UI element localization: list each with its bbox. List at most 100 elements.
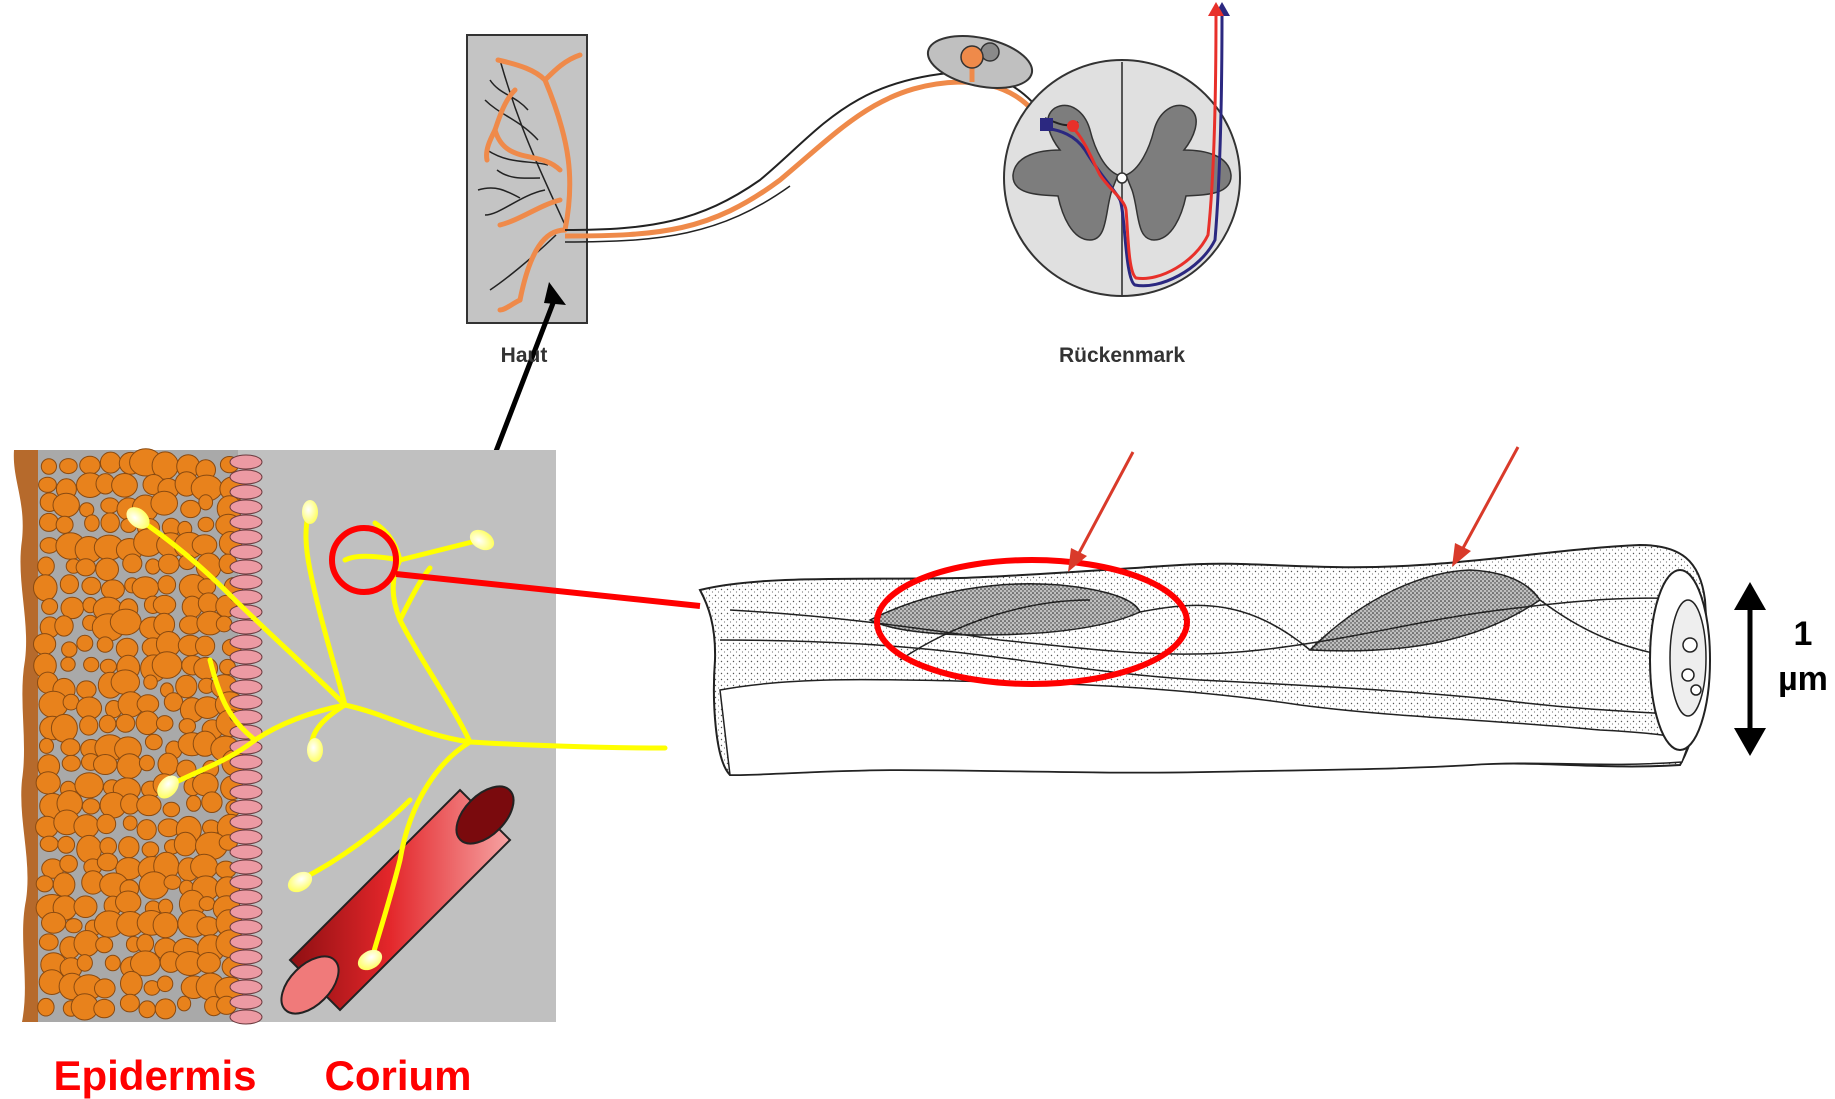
- basal-cell: [230, 890, 262, 904]
- basal-cell: [230, 800, 262, 814]
- basal-cell: [230, 470, 262, 484]
- epidermis-cell: [36, 772, 60, 794]
- skin-overview: Haut: [467, 35, 587, 472]
- epidermis-cell: [61, 739, 80, 756]
- epidermis-cell: [187, 796, 201, 812]
- epidermis-cell: [157, 976, 172, 992]
- epidermis-cell: [163, 802, 180, 816]
- epidermis-cell: [84, 657, 99, 671]
- epidermis-cell: [100, 452, 120, 473]
- epidermis-cell: [139, 872, 168, 899]
- epidermis-cell: [39, 477, 57, 492]
- epidermis-cell: [142, 842, 159, 857]
- skin-surface: [14, 450, 38, 1022]
- basal-cell: [230, 980, 262, 994]
- epidermis-cell: [34, 575, 58, 601]
- epidermis-cell: [53, 493, 79, 517]
- epidermis-cell: [75, 773, 103, 798]
- epidermis-cell: [36, 876, 53, 892]
- epidermis-cell: [119, 837, 139, 858]
- basal-cell: [230, 875, 262, 889]
- epidermis-cell: [40, 738, 54, 753]
- nerve-fiber-drawing: 1 µm: [700, 447, 1828, 775]
- epidermis-cell: [61, 657, 75, 671]
- epidermis-cell: [105, 955, 120, 971]
- spinal-cord-label: Rückenmark: [1059, 344, 1185, 367]
- basal-cell: [230, 845, 262, 859]
- basal-cell: [230, 695, 262, 709]
- basal-cell: [230, 920, 262, 934]
- epidermis-cell: [111, 670, 139, 694]
- skin-label: Haut: [501, 344, 548, 367]
- basal-cell: [230, 560, 262, 574]
- epidermis-cell: [174, 832, 196, 856]
- epidermis-cell: [155, 999, 175, 1019]
- epidermis-cell: [97, 814, 116, 833]
- epidermis-cell: [178, 996, 191, 1011]
- epidermis-cell: [146, 559, 160, 574]
- epidermis-cell: [137, 695, 159, 713]
- epidermis-cell: [97, 637, 113, 652]
- basal-cell: [230, 905, 262, 919]
- epidermis-cell: [158, 753, 178, 775]
- epidermis-cell: [77, 955, 92, 972]
- epidermis-cell: [120, 971, 142, 995]
- epidermis-cell: [53, 873, 75, 897]
- basal-cell: [230, 965, 262, 979]
- basal-cell: [230, 950, 262, 964]
- epidermis-cell: [97, 853, 117, 871]
- epidermis-cell: [41, 459, 56, 475]
- basal-cell: [230, 995, 262, 1009]
- epidermis-cell: [120, 994, 139, 1012]
- epidermis-cell: [100, 838, 117, 855]
- arrow-down-left-icon: [1068, 548, 1087, 572]
- epidermis-cell: [164, 693, 182, 711]
- basal-cell: [230, 500, 262, 514]
- epidermis-cell: [40, 513, 59, 531]
- epidermis-label: Epidermis: [53, 1052, 256, 1099]
- epidermis-cell: [153, 595, 175, 614]
- basal-cell: [230, 485, 262, 499]
- epidermis-cell: [191, 854, 218, 879]
- epidermis-cell: [199, 897, 215, 911]
- epidermis-cell: [192, 535, 217, 556]
- epidermis-cell: [34, 634, 56, 655]
- epidermis-cell: [123, 816, 137, 830]
- epidermis-cell: [199, 495, 213, 510]
- epidermis-cell: [136, 711, 159, 735]
- peripheral-nerve: [565, 72, 1045, 242]
- epidermis-cell: [42, 599, 58, 615]
- epidermis-cell: [56, 516, 73, 533]
- epidermis-cell: [85, 515, 100, 531]
- epidermis-cell: [137, 820, 156, 840]
- epidermis-cell: [74, 815, 99, 838]
- basal-cell: [230, 830, 262, 844]
- epidermis-cell: [139, 1001, 155, 1018]
- epidermis-cell: [137, 934, 154, 952]
- epidermis-cell: [82, 577, 101, 594]
- epidermis-cell: [197, 953, 220, 974]
- epidermis-cell: [94, 999, 115, 1017]
- epidermis-cell: [145, 734, 162, 749]
- basal-cell: [230, 545, 262, 559]
- epidermis-cell: [101, 513, 119, 533]
- epidermis-cell: [181, 500, 201, 517]
- scale-unit: µm: [1778, 660, 1828, 698]
- epidermis-cell: [202, 792, 222, 813]
- epidermis-cell: [116, 714, 135, 732]
- skin-section: Epidermis Corium: [14, 449, 700, 1099]
- corium-label: Corium: [325, 1052, 472, 1099]
- epidermis-cell: [42, 912, 66, 933]
- epidermis-cell: [76, 559, 95, 576]
- epidermis-cell: [159, 554, 180, 574]
- epidermis-cell: [132, 577, 158, 599]
- epidermis-cell: [60, 855, 78, 872]
- epidermis-cell: [77, 635, 93, 651]
- epidermis-cell: [51, 714, 77, 742]
- epidermis-cell: [101, 580, 124, 599]
- basal-cell: [230, 860, 262, 874]
- epidermis-cell: [216, 616, 232, 632]
- epidermis-cell: [74, 896, 97, 918]
- epidermis-cell: [198, 517, 214, 531]
